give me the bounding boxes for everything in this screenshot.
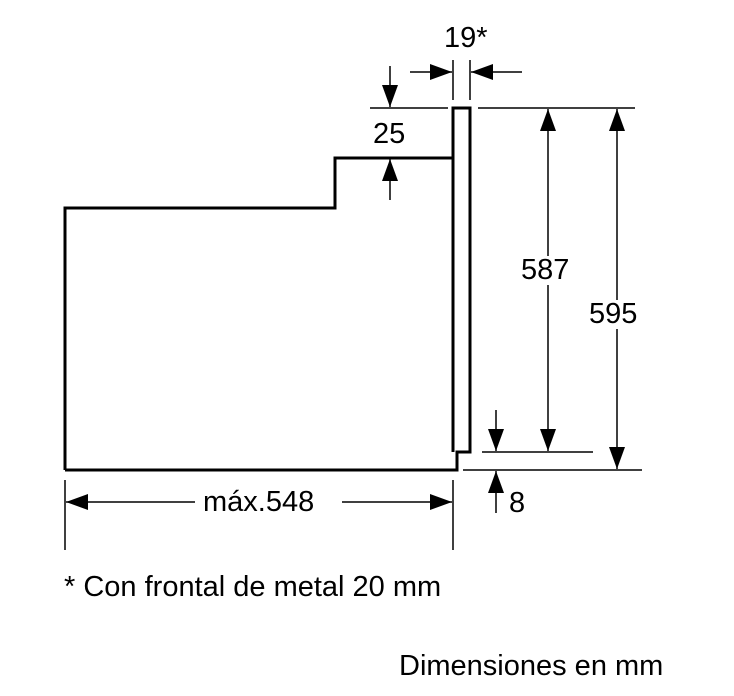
oven-body-outline xyxy=(63,156,452,470)
dimension-total-height: 595 xyxy=(589,298,638,330)
dimension-max-depth: máx.548 xyxy=(203,486,315,518)
dimension-top-step: 25 xyxy=(373,118,406,150)
dimension-inner-height: 587 xyxy=(521,254,570,286)
footnote: * Con frontal de metal 20 mm xyxy=(64,571,442,603)
dimension-bottom-gap: 8 xyxy=(509,487,526,519)
dimension-door-thickness: 19* xyxy=(444,22,488,54)
units-note: Dimensiones en mm xyxy=(399,650,664,682)
oven-bottom-outline xyxy=(65,106,472,472)
